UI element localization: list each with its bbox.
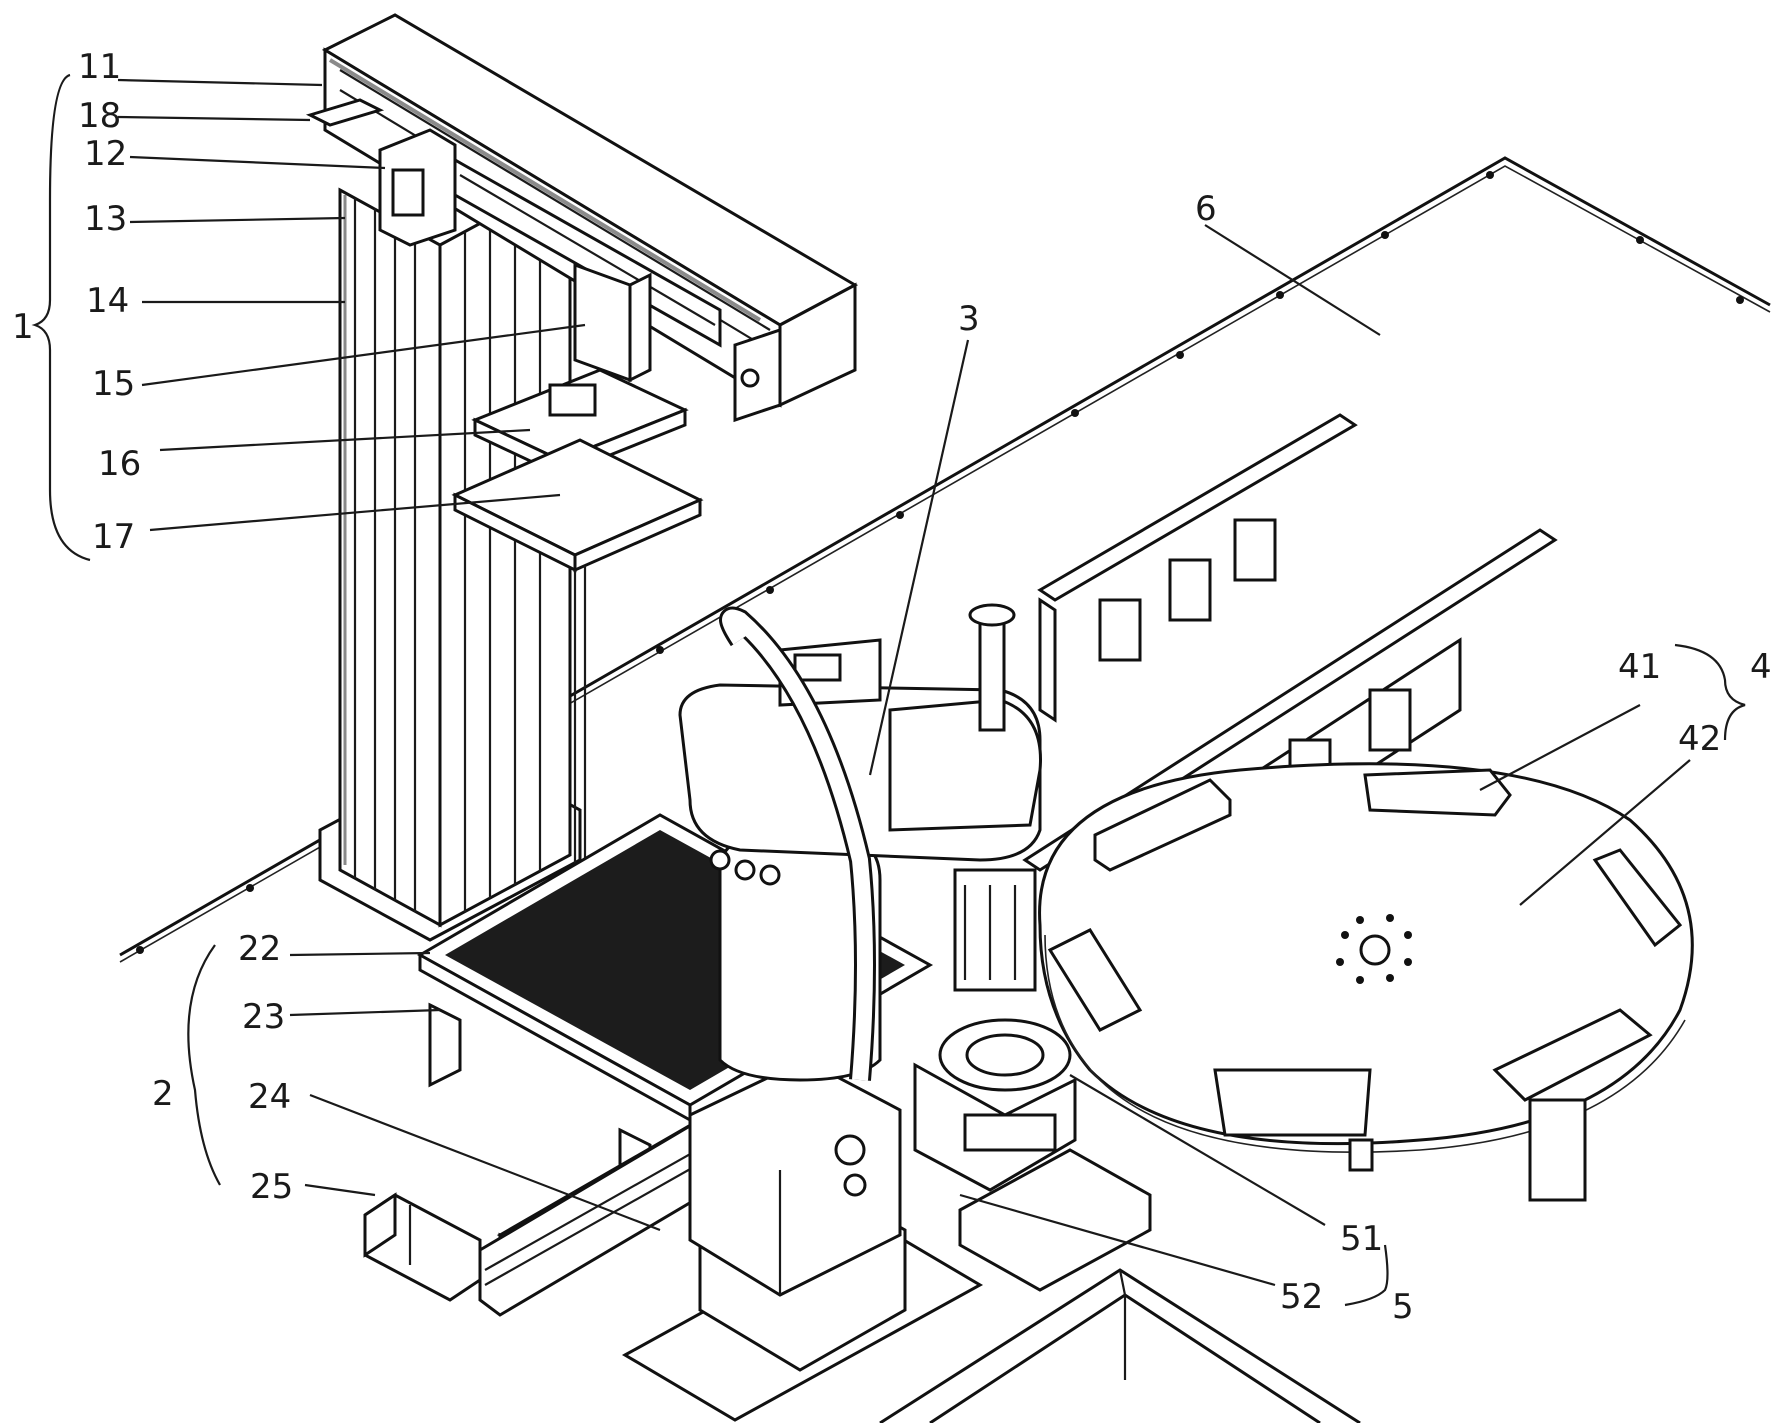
label-5: 5 bbox=[1392, 1287, 1414, 1327]
robot-base bbox=[621, 1058, 984, 1422]
label-4: 4 bbox=[1750, 647, 1772, 687]
carriage bbox=[378, 128, 722, 348]
label-14: 14 bbox=[86, 281, 129, 321]
callout-labels: 1 11 18 12 13 14 15 16 17 3 6 4 41 42 22… bbox=[12, 47, 1772, 1327]
label-22: 22 bbox=[238, 929, 281, 969]
label-12: 12 bbox=[84, 134, 127, 174]
label-15: 15 bbox=[92, 364, 135, 404]
leader-lines bbox=[31, 73, 1746, 1307]
gantry-column bbox=[318, 172, 582, 942]
positioning-station bbox=[913, 1018, 1152, 1292]
base-table-plate bbox=[119, 156, 1771, 963]
label-23: 23 bbox=[242, 997, 285, 1037]
label-3: 3 bbox=[958, 299, 980, 339]
scara-robot bbox=[678, 603, 1042, 1082]
lower-frame bbox=[879, 1268, 1361, 1423]
label-18: 18 bbox=[78, 96, 121, 136]
label-24: 24 bbox=[248, 1077, 291, 1117]
label-17: 17 bbox=[92, 517, 135, 557]
label-41: 41 bbox=[1618, 647, 1661, 687]
label-51: 51 bbox=[1340, 1219, 1383, 1259]
label-1: 1 bbox=[12, 307, 34, 347]
label-11: 11 bbox=[78, 47, 121, 87]
label-2: 2 bbox=[152, 1074, 174, 1114]
label-13: 13 bbox=[84, 199, 127, 239]
label-42: 42 bbox=[1678, 719, 1721, 759]
label-6: 6 bbox=[1195, 189, 1217, 229]
vertical-slide bbox=[451, 262, 704, 985]
label-25: 25 bbox=[250, 1167, 293, 1207]
label-16: 16 bbox=[98, 444, 141, 484]
label-52: 52 bbox=[1280, 1277, 1323, 1317]
turntable bbox=[1038, 762, 1694, 1202]
